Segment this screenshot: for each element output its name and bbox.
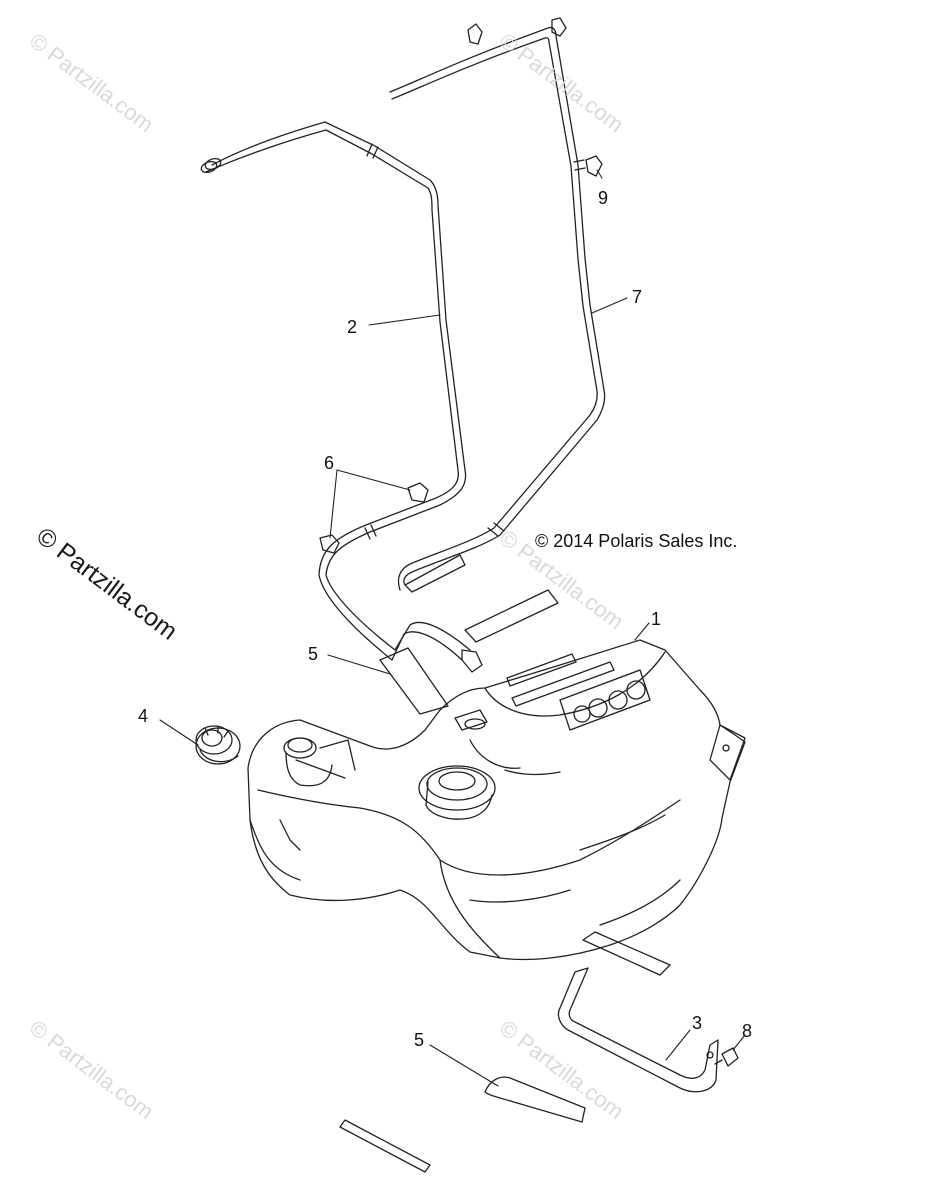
pad-part-5-upper — [379, 589, 559, 715]
clip-part-9 — [467, 17, 603, 177]
clamp-part-6 — [319, 482, 429, 554]
fuel-tank-part-1 — [247, 639, 746, 961]
fuel-cap-part-4 — [195, 725, 241, 765]
callout-8: 8 — [742, 1021, 753, 1041]
pad-part-5-bottom-right — [582, 931, 671, 976]
vent-hose-part-7 — [389, 26, 606, 593]
callout-2: 2 — [347, 317, 358, 337]
vent-hose-part-2 — [200, 121, 483, 673]
pad-part-5-lower — [339, 1076, 586, 1173]
copyright-text: © 2014 Polaris Sales Inc. — [535, 531, 738, 551]
callout-7: 7 — [632, 287, 643, 307]
callout-5-upper: 5 — [308, 644, 319, 664]
strap-part-3 — [557, 967, 719, 1093]
screw-part-8 — [714, 1047, 739, 1067]
callout-3: 3 — [692, 1013, 703, 1033]
callout-6: 6 — [324, 453, 335, 473]
callout-1: 1 — [651, 609, 662, 629]
callout-9: 9 — [598, 188, 609, 208]
callout-5-lower: 5 — [414, 1030, 425, 1050]
callout-4: 4 — [138, 706, 149, 726]
leader-lines — [159, 169, 746, 1087]
